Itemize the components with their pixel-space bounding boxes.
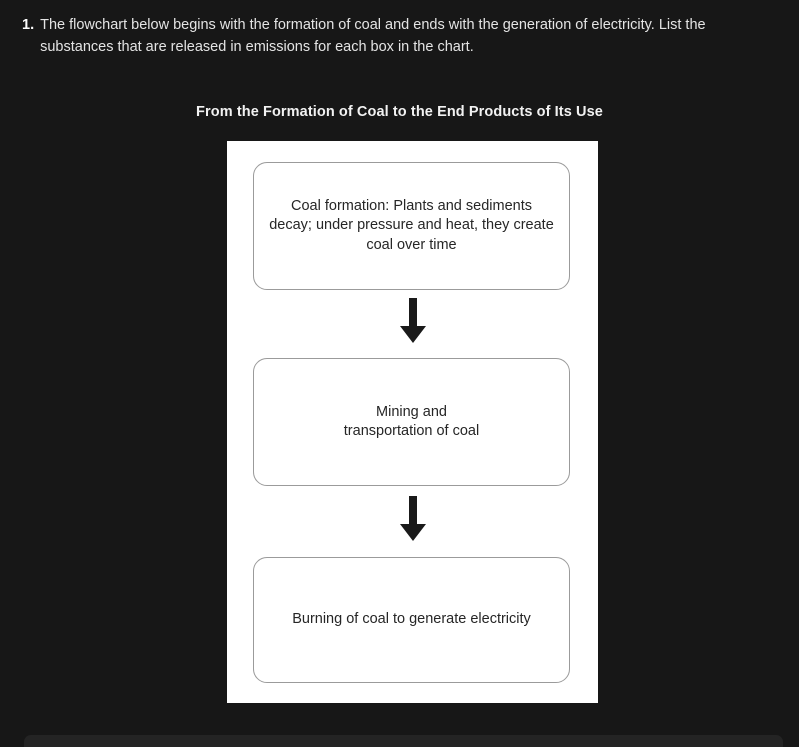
question-number: 1. <box>22 17 35 33</box>
flowchart-box-label: Coal formation: Plants and sediments dec… <box>269 197 554 253</box>
bottom-content-panel <box>24 735 783 747</box>
flowchart-arrow-1 <box>227 298 598 344</box>
flowchart-box-label: Burning of coal to generate electricity <box>292 611 531 628</box>
flowchart-box-mining-transport: Mining and transportation of coal <box>253 358 570 486</box>
arrow-down-icon <box>399 496 426 541</box>
question-text: The flowchart below begins with the form… <box>40 17 706 55</box>
flowchart-title: From the Formation of Coal to the End Pr… <box>196 104 603 120</box>
flowchart-box-coal-formation: Coal formation: Plants and sediments dec… <box>253 162 570 290</box>
flowchart-box-label: Mining and transportation of coal <box>343 403 480 440</box>
flowchart-panel: Coal formation: Plants and sediments dec… <box>227 141 598 703</box>
flowchart-arrow-2 <box>227 496 598 542</box>
arrow-down-icon <box>399 298 426 343</box>
question-block: 1. The flowchart below begins with the f… <box>22 14 782 58</box>
flowchart-box-burning-coal: Burning of coal to generate electricity <box>253 557 570 683</box>
